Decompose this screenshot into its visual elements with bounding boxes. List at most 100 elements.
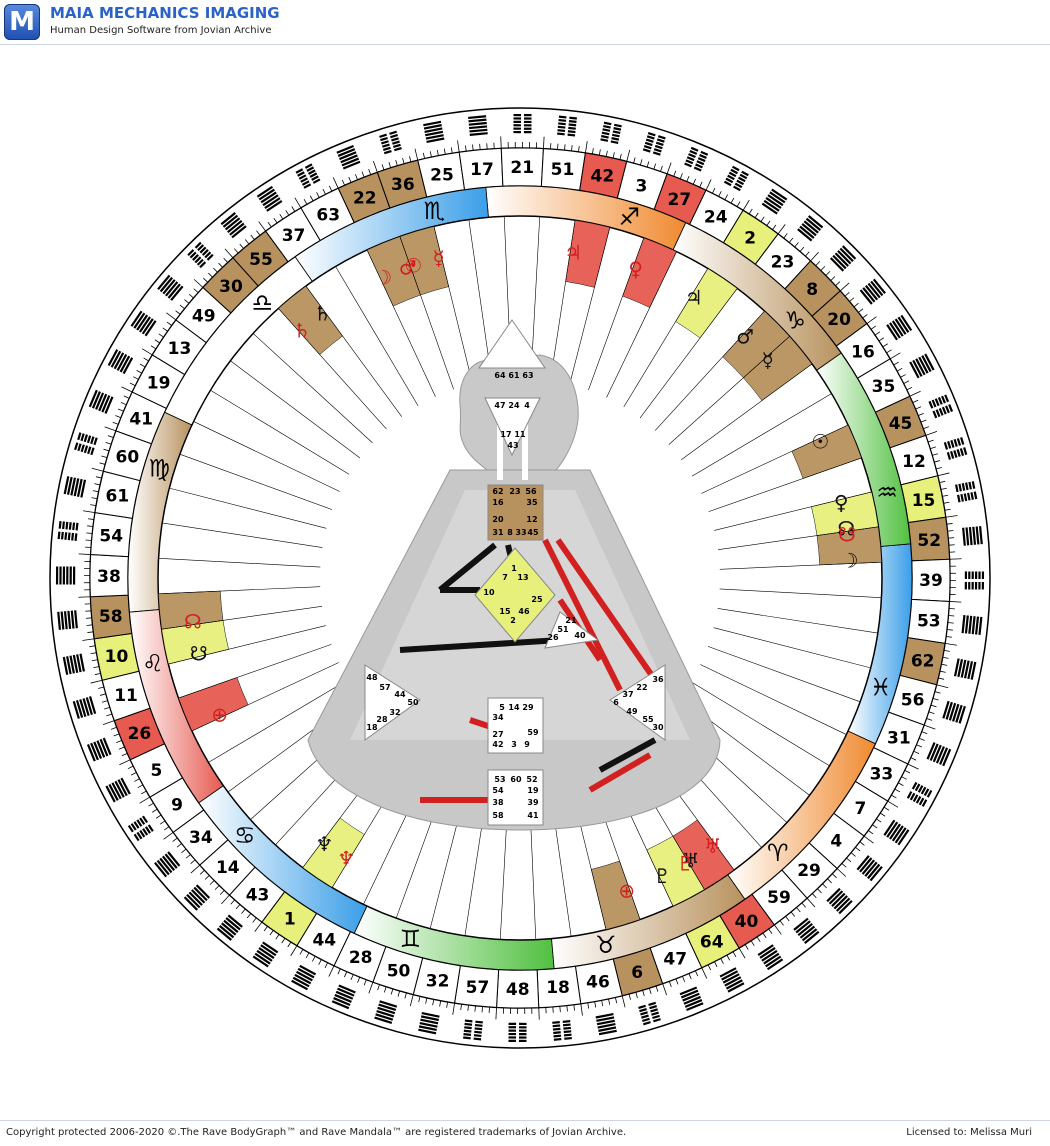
zodiac-sign-icon: ♑: [784, 306, 806, 334]
g-gate-label: 13: [517, 573, 528, 582]
tick-mark: [560, 1006, 561, 1012]
app-subtitle: Human Design Software from Jovian Archiv…: [50, 25, 271, 36]
hexagram-line: [519, 1026, 527, 1028]
gate-number: 12: [902, 452, 926, 472]
solar-gate-label: 36: [652, 675, 664, 684]
gate-number: 56: [901, 690, 925, 710]
planet-icon: ☋: [838, 522, 856, 546]
throat-gate-label: 12: [526, 515, 537, 524]
gate-number: 54: [99, 526, 123, 546]
g-gate-label: 25: [531, 595, 543, 604]
gate-number: 40: [735, 912, 759, 932]
ego-gate-label: 51: [557, 625, 569, 634]
hexagram-line: [513, 128, 521, 130]
planet-icon: ♄: [313, 302, 331, 326]
gate-number: 59: [767, 888, 791, 908]
gate-number: 23: [771, 253, 795, 273]
root-gate-label: 60: [510, 775, 522, 784]
hexagram-line: [978, 582, 980, 590]
spleen-gate-label: 18: [366, 723, 378, 732]
zodiac-sign-icon: ♌: [142, 650, 164, 678]
hexagram-line: [965, 571, 967, 579]
spleen-gate-label: 44: [394, 690, 406, 699]
g-gate-label: 1: [511, 564, 517, 573]
solar-gate-label: 22: [636, 683, 647, 692]
solar-gate-label: 49: [626, 707, 638, 716]
gate-number: 55: [249, 250, 273, 270]
gate-number: 44: [312, 930, 336, 950]
tick-mark: [501, 136, 502, 148]
hexagram-line: [972, 582, 974, 590]
sacral-gate-label: 14: [508, 703, 520, 712]
gate-number: 8: [806, 280, 818, 300]
hexagram-line: [965, 582, 967, 590]
throat-gate-label: 23: [509, 487, 520, 496]
ajna-gate-label: 17: [500, 430, 511, 439]
hexagram-line: [968, 582, 970, 590]
gate-number: 62: [911, 651, 935, 671]
gate-number: 39: [919, 571, 943, 591]
zodiac-sign-icon: ♊: [400, 925, 422, 953]
hexagram-line: [524, 124, 532, 126]
hexagram-line: [978, 572, 980, 580]
gate-number: 45: [889, 414, 913, 434]
gate-number: 36: [391, 175, 415, 195]
hexagram-line: [524, 114, 532, 116]
gate-number: 61: [106, 487, 130, 507]
hexagram-line: [513, 124, 521, 126]
root-gate-label: 52: [526, 775, 537, 784]
gate-number: 35: [872, 377, 896, 397]
tick-mark: [948, 538, 954, 539]
throat-gate-label: 62: [492, 487, 503, 496]
throat-gate-label: 45: [527, 528, 539, 537]
hexagram-line: [524, 121, 532, 123]
app-title: MAIA MECHANICS IMAGING: [50, 4, 280, 22]
tick-mark: [86, 540, 92, 541]
zodiac-sign-icon: ♍: [148, 455, 170, 483]
hexagram-line: [975, 582, 977, 590]
ajna-gate-label: 47: [494, 401, 505, 410]
hexagram-line: [968, 571, 970, 579]
app-header: M MAIA MECHANICS IMAGING Human Design So…: [0, 0, 1050, 45]
hexagram-line: [514, 117, 522, 119]
zodiac-sign-icon: ♋: [234, 822, 256, 850]
planet-icon: ♇: [677, 851, 695, 875]
sacral-gate-label: 27: [492, 730, 503, 739]
gate-number: 16: [851, 343, 875, 363]
gate-number: 24: [704, 208, 728, 228]
zodiac-sign-icon: ♈: [767, 839, 789, 867]
gate-number: 53: [917, 612, 941, 632]
head-gate-label: 63: [522, 371, 533, 380]
gate-number: 2: [744, 229, 756, 249]
gate-number: 34: [189, 828, 213, 848]
spleen-gate-label: 32: [389, 708, 400, 717]
throat-gate-label: 33: [515, 528, 526, 537]
planet-icon: ♃: [685, 285, 703, 309]
hexagram-line: [524, 128, 532, 130]
gate-number: 9: [171, 795, 183, 815]
gate-number: 29: [797, 861, 821, 881]
gate-number: 50: [387, 962, 411, 982]
head-gate-label: 61: [508, 371, 520, 380]
gate-number: 46: [586, 973, 610, 993]
root-gate-label: 58: [492, 811, 504, 820]
ajna-gate-label: 24: [508, 401, 520, 410]
planet-icon: ☿: [433, 246, 445, 270]
gate-number: 22: [353, 188, 377, 208]
hexagram-line: [73, 567, 75, 585]
hexagram-line: [982, 572, 984, 580]
spleen-gate-label: 50: [407, 698, 419, 707]
gate-number: 49: [192, 307, 216, 327]
g-gate-label: 2: [510, 616, 516, 625]
hexagram-line: [509, 1026, 517, 1028]
hexagram-line: [524, 117, 532, 119]
tick-mark: [86, 618, 92, 619]
gate-number: 47: [663, 950, 687, 970]
hexagram-line: [513, 131, 521, 133]
hexagram-line: [508, 1036, 516, 1038]
tick-mark: [557, 144, 558, 150]
planet-icon: ⊕: [618, 878, 635, 902]
tick-mark: [539, 1008, 540, 1020]
ajna-gate-label: 4: [524, 401, 530, 410]
